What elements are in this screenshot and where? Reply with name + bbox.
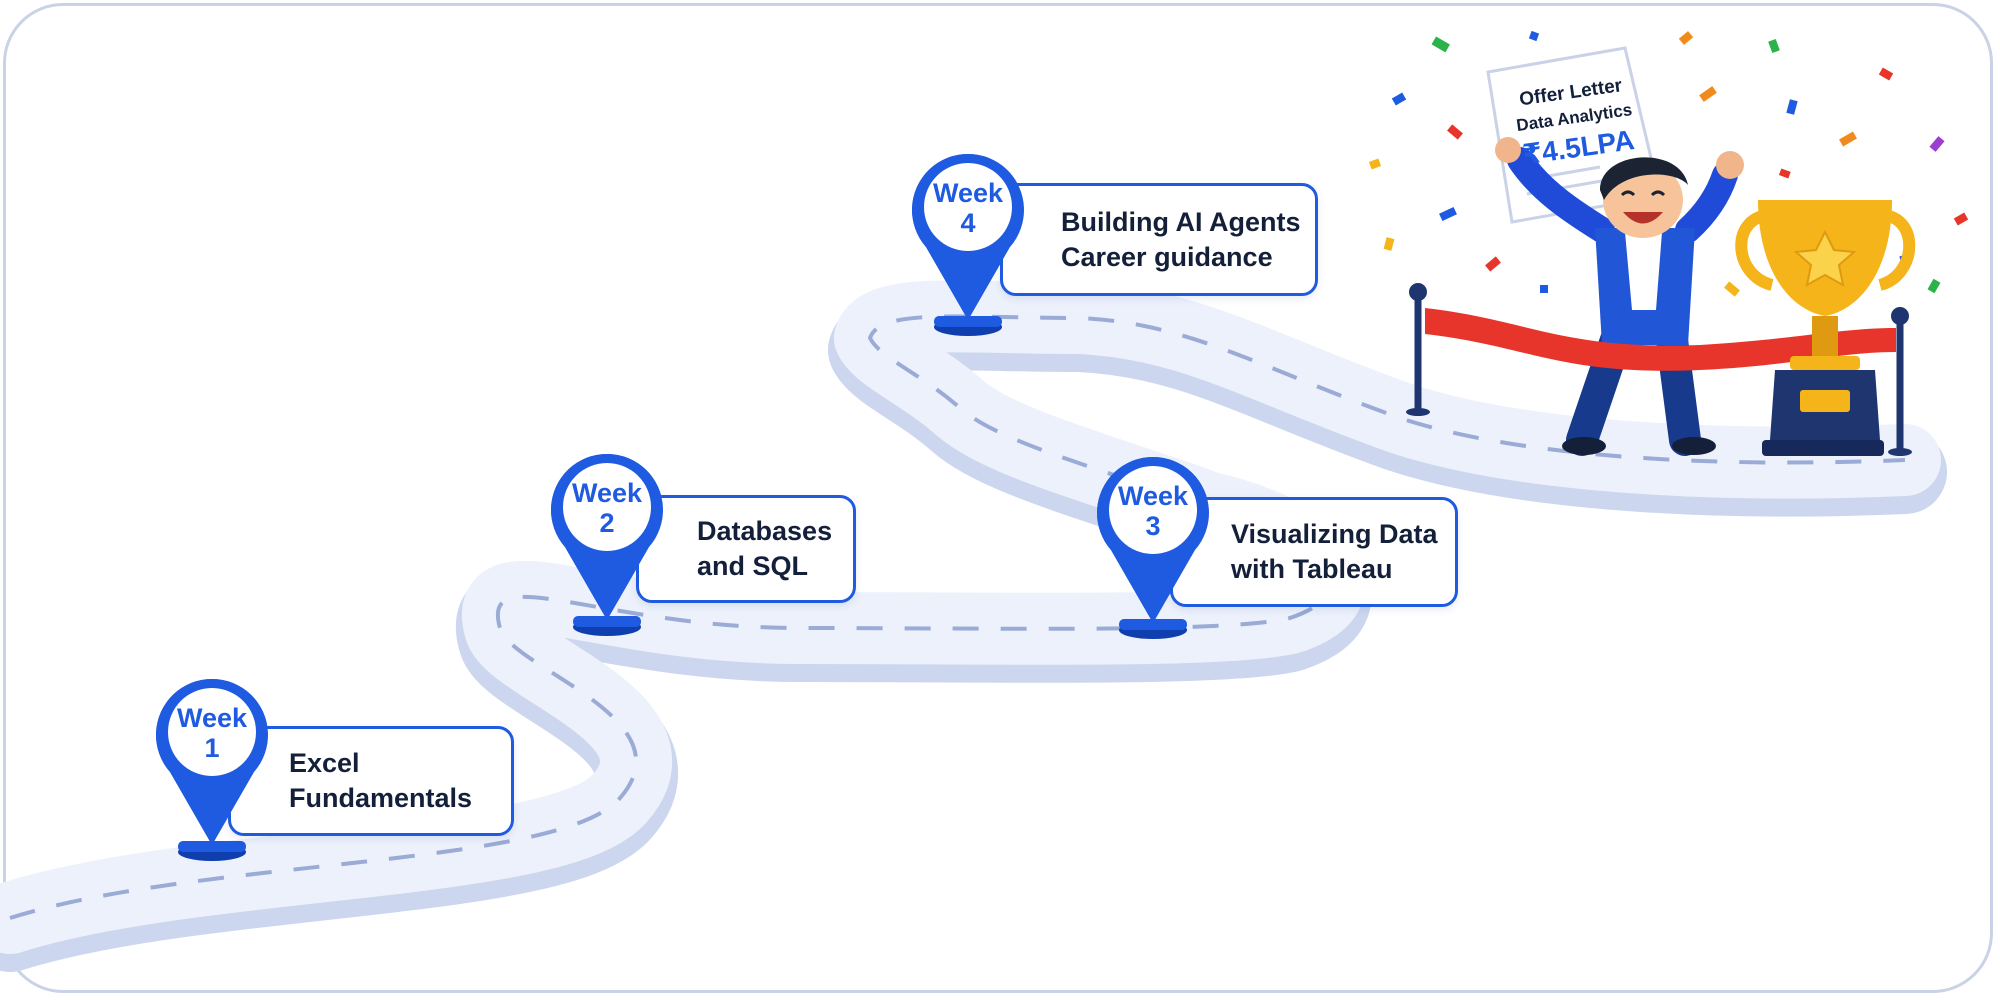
milestone-title-line: Excel	[289, 748, 360, 778]
milestone-title-line: Building AI Agents	[1061, 206, 1301, 237]
milestone-card-week-1: Excel Fundamentals	[228, 726, 514, 836]
milestone-title-line: Career guidance	[1061, 241, 1273, 272]
milestone-title-line: and SQL	[697, 551, 809, 581]
celebrating-person-icon	[1495, 137, 1744, 456]
winding-road	[0, 280, 1947, 972]
week-label-4: Week 4	[932, 178, 1004, 238]
week-label-3: Week 3	[1117, 481, 1189, 541]
finish-ribbon-icon	[1406, 283, 1912, 456]
milestone-title-line: with Tableau	[1231, 554, 1393, 584]
trophy-icon	[1735, 200, 1916, 456]
milestone-card-week-4: Building AI Agents Career guidance	[1000, 183, 1318, 296]
milestone-card-week-2: Databases and SQL	[636, 495, 856, 603]
confetti-icon	[1368, 30, 1969, 297]
milestone-title-line: Fundamentals	[289, 783, 473, 813]
milestone-title-line: Visualizing Data	[1231, 519, 1438, 549]
week-label-2: Week 2	[571, 478, 643, 538]
milestone-card-week-3: Visualizing Data with Tableau	[1170, 497, 1458, 607]
week-label-1: Week 1	[176, 703, 248, 763]
milestone-title-line: Databases	[697, 516, 833, 546]
star-icon	[1793, 229, 1857, 287]
